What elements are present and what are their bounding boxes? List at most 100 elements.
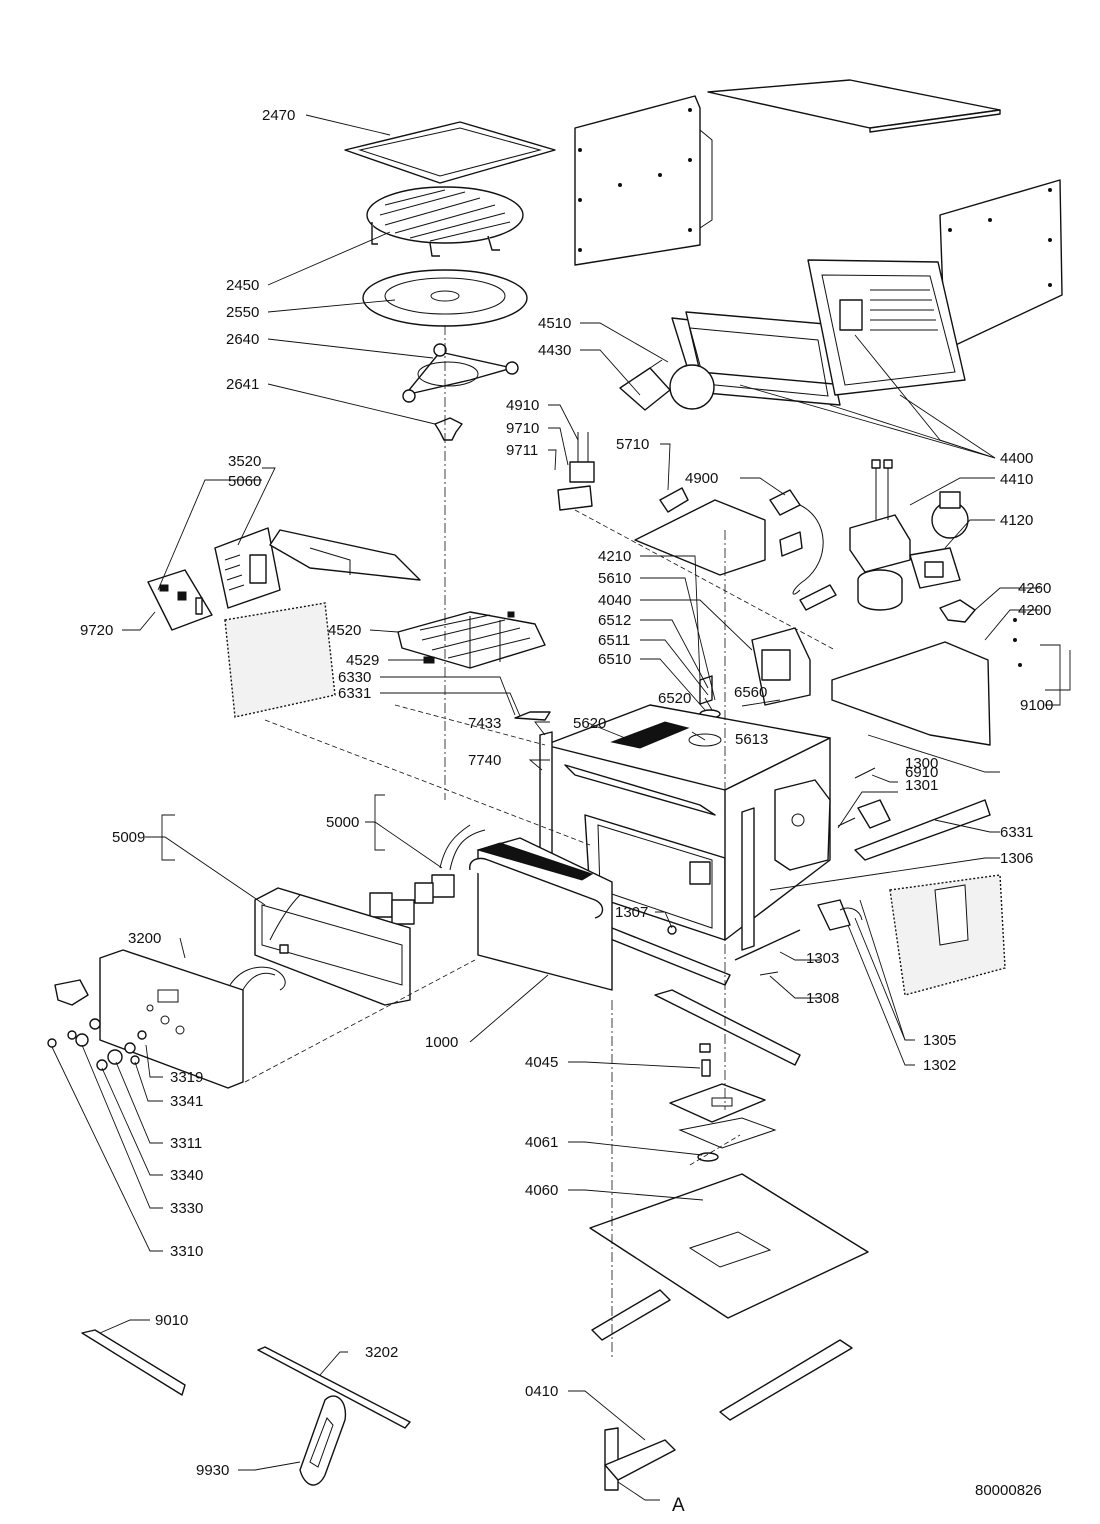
grill-element [397, 611, 546, 669]
label-3330: 3330 [170, 1200, 203, 1217]
hinge-pin [667, 925, 801, 976]
part-number-labels: 2470 2450 2550 2640 2641 4510 4430 4910 … [80, 107, 1053, 1516]
side-insulation-left [224, 602, 336, 718]
label-6510: 6510 [598, 651, 631, 668]
label-4529: 4529 [346, 652, 379, 669]
label-3202: 3202 [365, 1344, 398, 1361]
cable-harness [769, 489, 824, 595]
label-2550: 2550 [226, 304, 259, 321]
base-rail-top [654, 989, 801, 1066]
front-rail-strip [564, 764, 716, 816]
label-3319: 3319 [170, 1069, 203, 1086]
label-3200: 3200 [128, 930, 161, 947]
label-3520: 3520 [228, 453, 261, 470]
thermal-fuse [659, 487, 689, 513]
baking-tray [344, 121, 556, 184]
rear-rail [257, 1346, 411, 1429]
label-5620: 5620 [573, 715, 606, 732]
assembly-axis-lines [244, 325, 836, 1360]
control-box [254, 887, 411, 1006]
label-3311: 3311 [170, 1135, 202, 1152]
door-lock-assembly [837, 767, 991, 861]
stirrer-screw [699, 1043, 711, 1077]
fuse-holder [557, 432, 595, 511]
door-rail-bottom [607, 927, 731, 986]
door-connector-harness [431, 824, 486, 898]
label-1306: 1306 [1000, 850, 1033, 867]
label-9100: 9100 [1020, 697, 1053, 714]
diagram-id: 80000826 [975, 1482, 1042, 1499]
relay-block [369, 882, 434, 925]
trim-strip [81, 1329, 186, 1396]
label-5610: 5610 [598, 570, 631, 587]
fan-motor [931, 491, 969, 539]
label-6511: 6511 [598, 632, 630, 649]
magnetron [909, 547, 961, 589]
high-voltage-transformer [849, 459, 911, 573]
turntable-coupler [434, 417, 463, 441]
convection-fan [619, 359, 715, 411]
label-5060: 5060 [228, 473, 261, 490]
lock-lever [817, 899, 863, 931]
label-9930: 9930 [196, 1462, 229, 1479]
motor-mount-plate [669, 1083, 777, 1149]
magnetron-sensor [939, 599, 976, 623]
corner-bracket [604, 1427, 676, 1491]
diode [799, 584, 837, 611]
label-4200: 4200 [1018, 602, 1051, 619]
label-4900: 4900 [685, 470, 718, 487]
label-1307: 1307 [615, 904, 648, 921]
label-6512: 6512 [598, 612, 631, 629]
label-7433: 7433 [468, 715, 501, 732]
panel-latch [54, 979, 89, 1006]
base-plate [589, 1173, 869, 1319]
label-5710: 5710 [616, 436, 649, 453]
waveguide-cover [634, 499, 766, 576]
label-5000: 5000 [326, 814, 359, 831]
capacitor [857, 569, 903, 611]
label-4260: 4260 [1018, 580, 1051, 597]
label-4120: 4120 [1000, 512, 1033, 529]
control-bracket [269, 529, 421, 581]
label-1305: 1305 [923, 1032, 956, 1049]
motor-shaft-assembly [699, 675, 721, 719]
label-4061: 4061 [525, 1134, 558, 1151]
base-rail-right [719, 1339, 853, 1421]
label-5009: 5009 [112, 829, 145, 846]
right-side-panel [939, 179, 1063, 351]
label-1301: 1301 [905, 777, 938, 794]
label-0410: 0410 [525, 1383, 558, 1400]
label-9010: 9010 [155, 1312, 188, 1329]
side-insulation-right [889, 874, 1006, 996]
shelf-guide [514, 711, 551, 721]
label-7740: 7740 [468, 752, 501, 769]
group-brackets [161, 644, 1061, 861]
door-front [469, 837, 613, 991]
label-3340: 3340 [170, 1167, 203, 1184]
label-4045: 4045 [525, 1054, 558, 1071]
microwave-cavity-back [807, 259, 966, 396]
label-6560: 6560 [734, 684, 767, 701]
label-4430: 4430 [538, 342, 571, 359]
label-6330: 6330 [338, 669, 371, 686]
left-post [539, 731, 553, 861]
label-4400: 4400 [1000, 450, 1033, 467]
right-post [741, 807, 755, 951]
label-4520: 4520 [328, 622, 361, 639]
view-marker: A [672, 1495, 685, 1516]
label-4510: 4510 [538, 315, 571, 332]
turntable-roller-ring [402, 343, 519, 403]
label-5613: 5613 [735, 731, 768, 748]
label-2450: 2450 [226, 277, 259, 294]
label-2470: 2470 [262, 107, 295, 124]
label-6331b: 6331 [1000, 824, 1033, 841]
label-1308: 1308 [806, 990, 839, 1007]
label-6331: 6331 [338, 685, 371, 702]
label-4040: 4040 [598, 592, 631, 609]
label-4410: 4410 [1000, 471, 1033, 488]
control-pcb [147, 569, 213, 631]
label-9711: 9711 [506, 442, 538, 459]
control-panel-fascia [99, 949, 244, 1089]
support-stand [299, 1395, 347, 1486]
label-9720: 9720 [80, 622, 113, 639]
